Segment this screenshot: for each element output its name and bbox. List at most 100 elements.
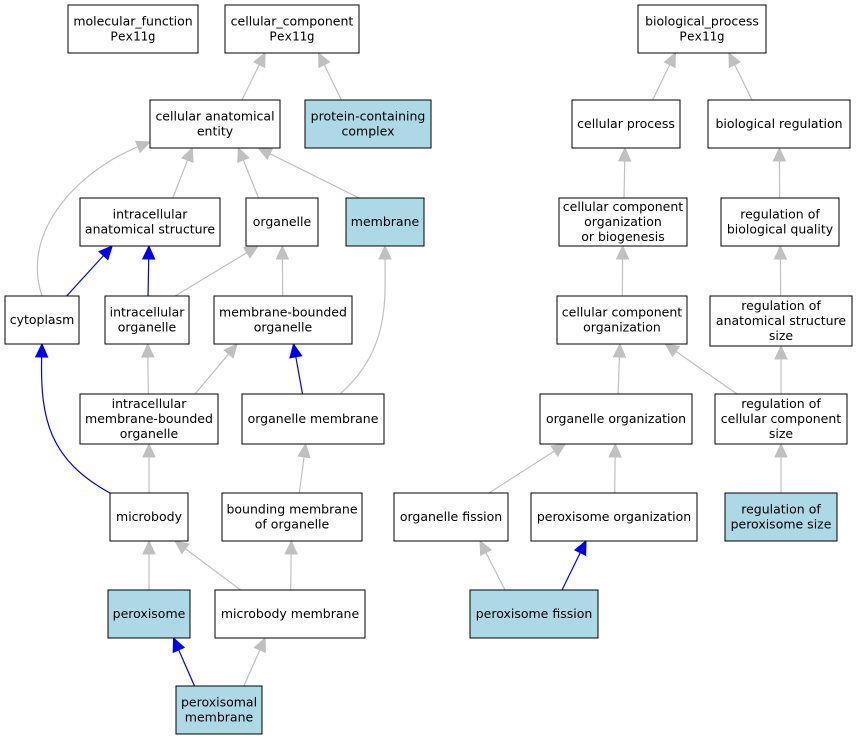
node-label-line: peroxisome organization xyxy=(537,509,691,524)
node-label-line: intracellular xyxy=(113,206,189,221)
node-peroxisome[interactable]: peroxisome xyxy=(107,589,191,639)
node-microbody[interactable]: microbody xyxy=(109,492,189,542)
node-label-line: of organelle xyxy=(255,516,330,531)
node-membrane[interactable]: membrane xyxy=(345,197,425,247)
edge-regulation-cc-size-to-regulation-anatomical-structure-size xyxy=(774,344,788,394)
edge-line xyxy=(652,63,671,101)
node-label-line: or biogenesis xyxy=(581,229,665,244)
node-cytoplasm[interactable]: cytoplasm xyxy=(4,295,80,345)
node-microbody-membrane[interactable]: microbody membrane xyxy=(214,589,366,639)
edge-arrowhead xyxy=(237,146,250,164)
node-label-line: anatomical structure xyxy=(85,221,215,236)
edge-peroxisomal-membrane-to-peroxisome xyxy=(172,636,196,687)
edge-line xyxy=(177,648,196,687)
node-label-line: membrane-bounded xyxy=(219,304,347,319)
node-box xyxy=(213,295,353,345)
node-label-line: cellular_component xyxy=(231,13,354,28)
node-box xyxy=(224,4,360,54)
node-label-line: cytoplasm xyxy=(10,312,75,327)
edge-arrowhead xyxy=(141,342,155,358)
edge-peroxisome-fission-to-peroxisome-organization xyxy=(561,539,587,591)
edge-line xyxy=(617,355,621,395)
edge-peroxisomal-membrane-to-microbody-membrane xyxy=(243,636,266,687)
edge-arrowhead xyxy=(615,244,630,260)
node-peroxisome-organization[interactable]: peroxisome organization xyxy=(530,492,698,542)
node-label-line: size xyxy=(769,426,794,441)
node-box xyxy=(637,4,767,54)
edge-arrowhead xyxy=(142,539,156,555)
node-label-line: cellular process xyxy=(577,116,675,131)
edge-cc-organization-to-cc-org-biogenesis xyxy=(615,244,630,297)
edge-arrowhead xyxy=(223,343,238,359)
node-organelle[interactable]: organelle xyxy=(245,197,319,247)
node-label-line: regulation of xyxy=(741,396,821,411)
edge-line xyxy=(674,350,738,395)
edge-line xyxy=(36,145,140,297)
edge-intracellular-organelle-to-intracellular-anatomical-structure xyxy=(141,244,156,297)
edge-membrane-bounded-organelle-to-organelle xyxy=(275,244,290,297)
node-biological-regulation[interactable]: biological regulation xyxy=(707,99,851,149)
edge-arrowhead xyxy=(773,244,788,260)
edge-arrowhead xyxy=(663,51,676,69)
node-organelle-organization[interactable]: organelle organization xyxy=(539,393,693,445)
edge-regulation-anatomical-structure-size-to-regulation-biological-quality xyxy=(773,244,788,297)
edge-arrowhead xyxy=(318,51,331,69)
node-label-line: cellular anatomical xyxy=(155,108,274,123)
node-label-line: regulation of xyxy=(740,206,820,221)
node-box xyxy=(539,393,693,445)
edge-arrowhead xyxy=(774,344,788,360)
node-label-line: organelle organization xyxy=(546,411,686,426)
edge-arrowhead xyxy=(142,442,156,458)
edge-biological-regulation-to-biological-process xyxy=(728,51,753,101)
edge-line xyxy=(241,63,261,101)
edge-line xyxy=(295,355,304,395)
node-label-line: organization xyxy=(584,214,662,229)
node-label-line: bounding membrane xyxy=(226,501,357,516)
node-organelle-membrane[interactable]: organelle membrane xyxy=(241,393,385,445)
edge-membrane-to-cellular-anatomical-entity xyxy=(257,147,360,199)
node-cellular-process[interactable]: cellular process xyxy=(571,99,681,149)
node-box xyxy=(107,589,191,639)
node-label-line: regulation of xyxy=(741,298,821,313)
edge-line xyxy=(323,63,342,101)
node-label-line: molecular_function xyxy=(73,13,192,28)
edge-peroxisome-to-microbody xyxy=(142,539,156,590)
node-label-line: organelle membrane xyxy=(248,411,379,426)
node-organelle-fission[interactable]: organelle fission xyxy=(393,492,509,542)
node-box xyxy=(571,99,681,149)
edge-line xyxy=(339,257,386,395)
edge-arrowhead xyxy=(289,342,303,359)
edge-arrowhead xyxy=(297,442,311,459)
node-box xyxy=(530,492,698,542)
edge-line xyxy=(733,63,753,101)
node-peroxisome-fission[interactable]: peroxisome fission xyxy=(469,589,599,639)
edge-line xyxy=(623,159,626,199)
node-box xyxy=(4,295,80,345)
edge-bounding-membrane-to-organelle-membrane xyxy=(297,442,311,494)
node-box xyxy=(79,197,221,247)
edge-arrowhead xyxy=(479,539,493,557)
node-label-line: organelle xyxy=(118,319,177,334)
edge-arrowhead xyxy=(172,636,186,654)
edge-line xyxy=(268,152,360,199)
node-label-line: cellular component xyxy=(562,304,682,319)
edge-arrowhead xyxy=(774,442,788,458)
